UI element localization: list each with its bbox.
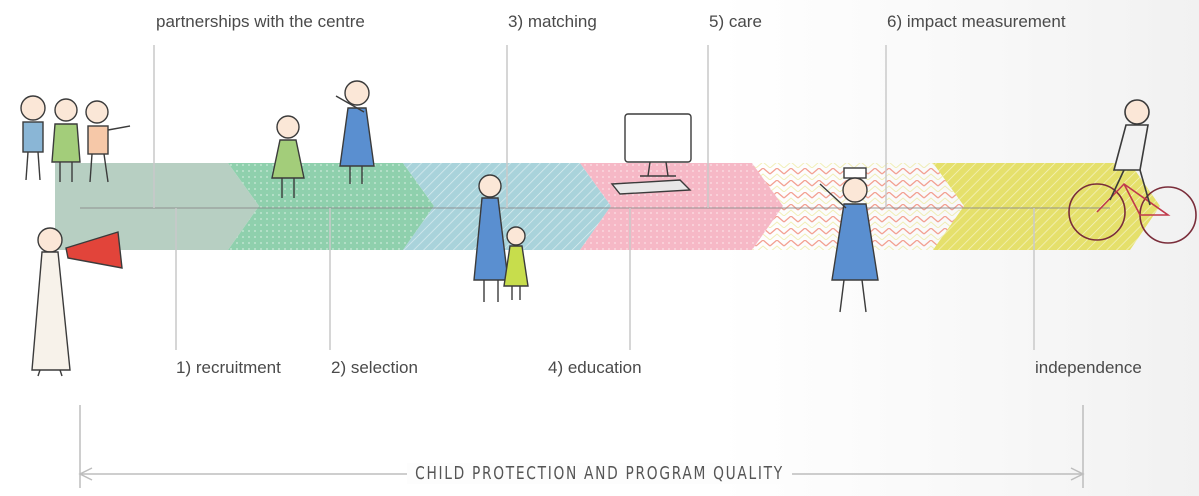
label-education: 4) education	[548, 358, 642, 377]
label-matching: 3) matching	[508, 12, 597, 31]
chevron-segment-1	[55, 163, 259, 250]
label-selection: 2) selection	[331, 358, 418, 377]
computer-illustration	[610, 113, 692, 195]
top-tick-lines	[153, 45, 887, 208]
nurse-illustration	[819, 167, 879, 313]
chevron-band	[55, 163, 1160, 250]
label-independence: independence	[1035, 358, 1142, 377]
label-partnerships: partnerships with the centre	[156, 12, 365, 31]
children-group-illustration	[20, 95, 131, 183]
woman-and-child-illustration	[473, 174, 529, 302]
footer-caption: CHILD PROTECTION AND PROGRAM QUALITY	[406, 463, 793, 484]
cyclist-illustration	[1068, 99, 1197, 244]
bottom-tick-lines	[175, 208, 1035, 350]
label-care: 5) care	[709, 12, 762, 31]
two-girls-illustration	[271, 80, 375, 198]
megaphone-girl-illustration	[31, 227, 123, 377]
footer-caption-wrap: CHILD PROTECTION AND PROGRAM QUALITY	[90, 463, 1109, 484]
label-impact-measurement: 6) impact measurement	[887, 12, 1066, 31]
label-recruitment: 1) recruitment	[176, 358, 281, 377]
